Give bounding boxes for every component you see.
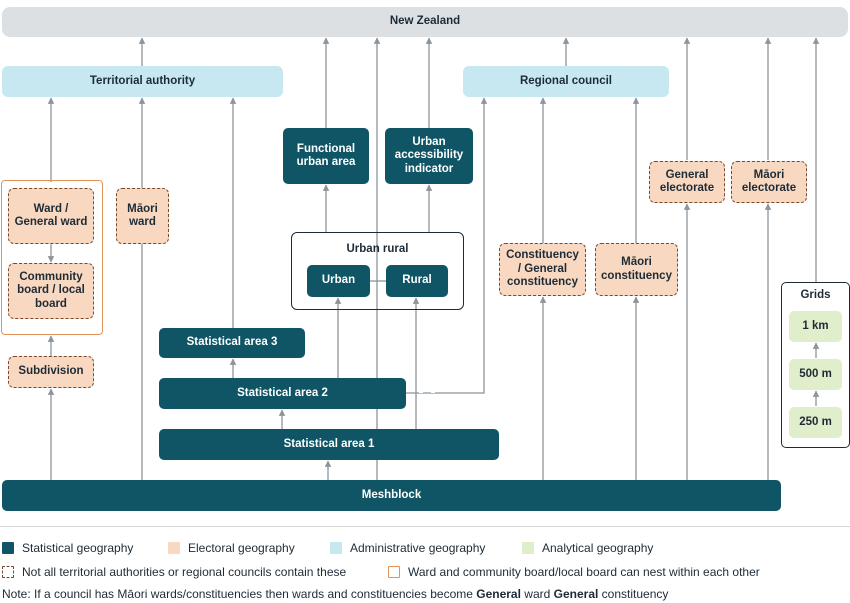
legend-statistical: Statistical geography (2, 541, 133, 555)
legend-swatch-statistical (2, 542, 14, 554)
node-general-electorate: General electorate (649, 161, 725, 203)
legend-label-statistical: Statistical geography (22, 541, 134, 555)
legend-administrative: Administrative geography (330, 541, 485, 555)
ward-nesting-group (1, 180, 103, 335)
node-maori-ward: Māori ward (116, 188, 169, 244)
legend-label-administrative: Administrative geography (350, 541, 486, 555)
legend-electoral: Electoral geography (168, 541, 295, 555)
legend-swatch-nest (388, 566, 400, 578)
node-regional-council: Regional council (463, 66, 669, 97)
legend-divider (0, 526, 850, 527)
urban-rural-group (291, 232, 464, 310)
legend-not-all: Not all territorial authorities or regio… (2, 565, 346, 579)
node-statistical-area-2: Statistical area 2 (159, 378, 406, 409)
legend-swatch-analytical (522, 542, 534, 554)
node-subdivision: Subdivision (8, 356, 94, 388)
node-rural: Rural (386, 265, 448, 297)
legend-label-electoral: Electoral geography (188, 541, 295, 555)
node-constituency: Constituency / General constituency (499, 243, 586, 296)
node-statistical-area-3: Statistical area 3 (159, 328, 305, 358)
node-urban-accessibility-indicator: Urban accessibility indicator (385, 128, 473, 184)
node-territorial-authority: Territorial authority (2, 66, 283, 97)
legend-swatch-dashed (2, 566, 14, 578)
node-grid-500m: 500 m (789, 359, 842, 390)
node-grid-250m: 250 m (789, 407, 842, 438)
node-functional-urban-area: Functional urban area (283, 128, 369, 184)
legend-analytical: Analytical geography (522, 541, 653, 555)
node-new-zealand: New Zealand (2, 7, 848, 37)
legend-label-analytical: Analytical geography (542, 541, 654, 555)
node-maori-electorate: Māori electorate (731, 161, 807, 203)
node-ward-general-ward: Ward / General ward (8, 188, 94, 244)
node-grid-1km: 1 km (789, 311, 842, 342)
node-meshblock: Meshblock (2, 480, 781, 511)
legend-label-nest: Ward and community board/local board can… (408, 565, 760, 579)
legend-swatch-electoral (168, 542, 180, 554)
node-community-board: Community board / local board (8, 263, 94, 319)
node-urban: Urban (307, 265, 370, 297)
legend-swatch-administrative (330, 542, 342, 554)
footnote: Note: If a council has Māori wards/const… (2, 587, 669, 601)
node-statistical-area-1: Statistical area 1 (159, 429, 499, 460)
grids-title: Grids (800, 289, 831, 301)
legend-label-not-all: Not all territorial authorities or regio… (22, 565, 347, 579)
node-maori-constituency: Māori constituency (595, 243, 678, 296)
legend-nest: Ward and community board/local board can… (388, 565, 760, 579)
urban-rural-title: Urban rural (346, 243, 409, 255)
